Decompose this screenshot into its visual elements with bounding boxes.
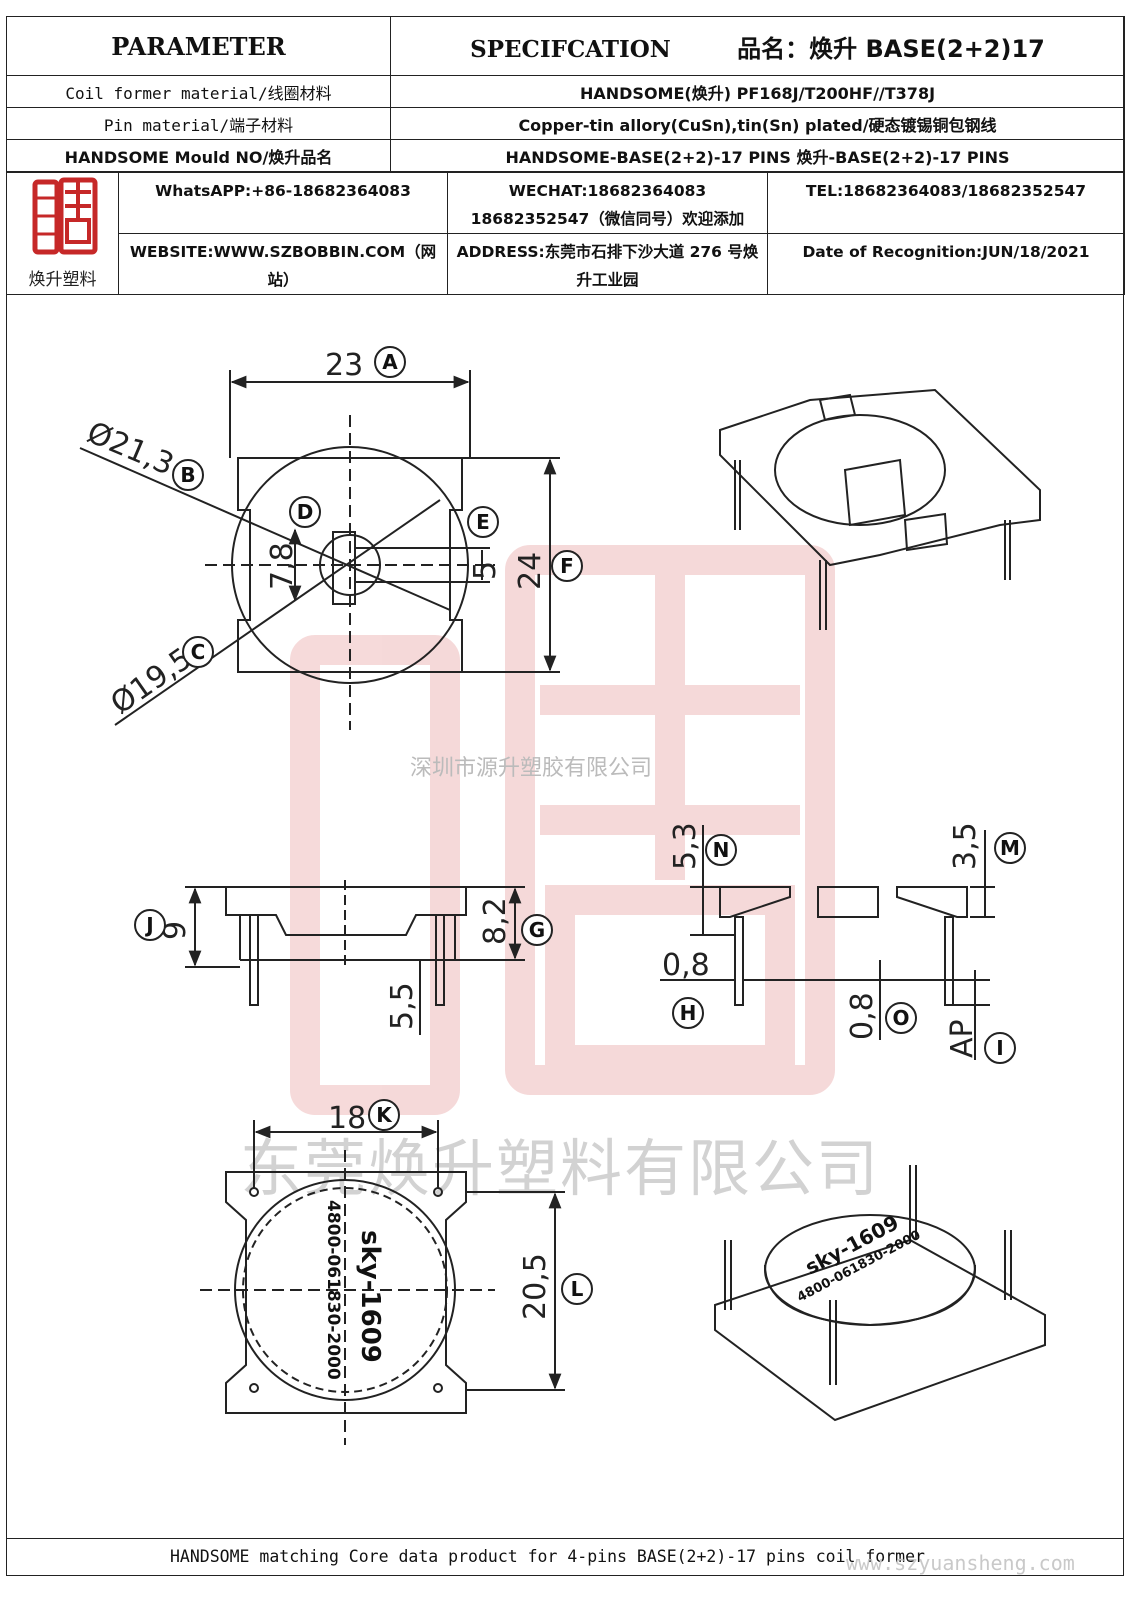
dim-f: 24 <box>513 552 548 590</box>
footer: HANDSOME matching Core data product for … <box>6 1538 1124 1576</box>
pin-material-label: Pin material/端子材料 <box>6 107 391 140</box>
company-logo: 焕升塑料 <box>6 172 119 295</box>
dim-j: 9 <box>158 921 193 940</box>
parameter-header: PARAMETER <box>6 16 391 76</box>
front-view <box>185 880 525 1035</box>
mould-no-label: HANDSOME Mould NO/焕升品名 <box>6 139 391 172</box>
product-name: 品名：焕升 BASE(2+2)17 <box>737 34 1045 63</box>
ref-letter-m: M <box>1000 836 1020 860</box>
bottom-view <box>200 1120 565 1445</box>
ref-letter-j: J <box>144 913 153 937</box>
dim-k: 18 <box>328 1101 366 1136</box>
dim-h: 0,8 <box>662 948 710 983</box>
address: ADDRESS:东莞市石排下沙大道 276 号焕升工业园 <box>447 233 768 295</box>
core-marking-name: sky-1609 <box>355 1230 385 1363</box>
ref-letter-g: G <box>529 918 545 942</box>
dim-pin-length: 5,5 <box>385 982 420 1030</box>
core-marking-code: 4800-061830-2000 <box>323 1200 343 1380</box>
contact-table: 焕升塑料 WhatsAPP:+86-18682364083 WECHAT:186… <box>6 172 1125 295</box>
iso-view-top <box>719 388 1041 630</box>
side-view <box>660 825 995 1060</box>
mould-no-value: HANDSOME-BASE(2+2)-17 PINS 焕升-BASE(2+2)-… <box>390 139 1125 172</box>
watermark-url: www.szyuansheng.com <box>846 1551 1075 1575</box>
ref-letter-o: O <box>892 1006 909 1030</box>
spec-table: PARAMETER SPECIFCATION 品名：焕升 BASE(2+2)17… <box>6 16 1125 172</box>
dim-l: 20,5 <box>518 1253 553 1320</box>
specification-header: SPECIFCATION <box>470 35 671 63</box>
coil-material-value: HANDSOME(焕升) PF168J/T200HF//T378J <box>390 75 1125 108</box>
dim-g: 8,2 <box>478 897 513 945</box>
ref-letter-l: L <box>571 1277 584 1301</box>
telephone: TEL:18682364083/18682352547 <box>767 172 1125 234</box>
ref-letter-i: I <box>996 1036 1003 1060</box>
footer-text: HANDSOME matching Core data product for … <box>170 1547 925 1566</box>
ref-letter-e: E <box>476 510 490 534</box>
ref-letter-a: A <box>382 350 398 374</box>
dim-n: 5,3 <box>668 822 703 870</box>
iso-view-bottom <box>714 1165 1046 1422</box>
recognition-date: Date of Recognition:JUN/18/2021 <box>767 233 1125 295</box>
watermark-company-small: 深圳市源升塑胶有限公司 <box>410 756 653 781</box>
logo-mark-icon <box>32 177 97 255</box>
ref-letter-b: B <box>180 463 195 487</box>
dim-o: 0,8 <box>845 992 880 1040</box>
ref-letter-f: F <box>560 554 574 578</box>
dim-d: 7,8 <box>265 542 300 590</box>
top-view <box>79 370 560 730</box>
ref-letter-d: D <box>297 500 314 524</box>
ref-letter-n: N <box>713 838 730 862</box>
website: WEBSITE:WWW.SZBOBBIN.COM（网站） <box>118 233 448 295</box>
whatsapp: WhatsAPP:+86-18682364083 <box>118 172 448 234</box>
logo-text: 焕升塑料 <box>28 270 97 290</box>
dim-i: AP <box>945 1019 980 1058</box>
dim-m: 3,5 <box>948 822 983 870</box>
dim-a: 23 <box>325 348 363 383</box>
ref-letter-h: H <box>680 1001 697 1025</box>
ref-letter-c: C <box>191 640 206 664</box>
coil-material-label: Coil former material/线圈材料 <box>6 75 391 108</box>
ref-letter-k: K <box>376 1103 393 1127</box>
dim-b: Ø21,3 <box>82 415 179 483</box>
dim-e: 5 <box>468 561 503 580</box>
